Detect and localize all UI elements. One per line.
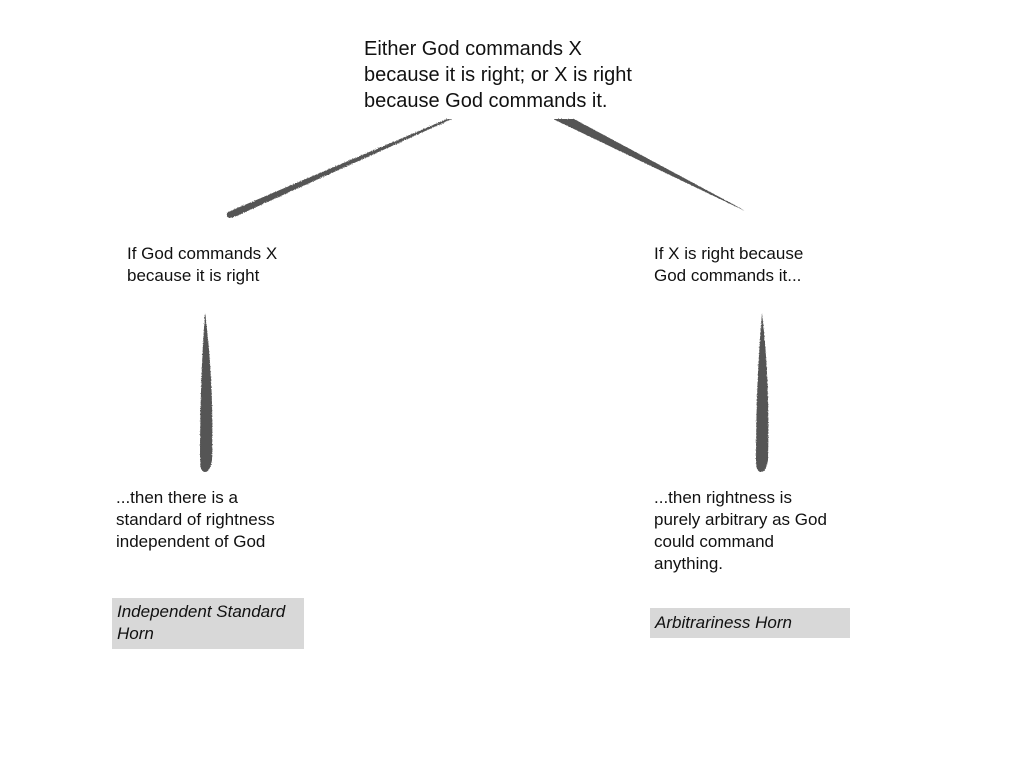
connector-root-to-right — [553, 119, 745, 211]
connector-right-premise-to-conclusion — [756, 313, 769, 472]
left-premise: If God commands X because it is right — [127, 244, 278, 285]
right-premise: If X is right because God commands it... — [654, 244, 804, 285]
root-statement: Either God commands X because it is righ… — [364, 38, 632, 112]
arbitrariness-horn-label: Arbitrariness Horn — [650, 608, 850, 638]
left-conclusion: ...then there is a standard of rightness… — [116, 488, 275, 551]
connector-left-premise-to-conclusion — [200, 313, 213, 472]
right-conclusion: ...then rightness is purely arbitrary as… — [654, 488, 827, 573]
connector-root-to-left — [226, 119, 452, 218]
independent-standard-horn-label: Independent Standard Horn — [112, 598, 304, 649]
